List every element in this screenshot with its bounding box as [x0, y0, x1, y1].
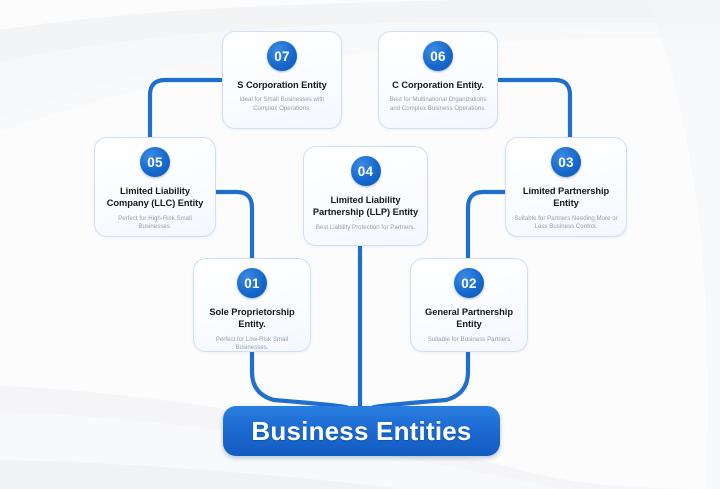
- root-node-label: Business Entities: [251, 415, 472, 446]
- entity-title-c-corporation: C Corporation Entity.: [392, 80, 484, 90]
- connector-03-to-02: [465, 189, 508, 261]
- entity-title-limited-liability-partnership: Limited Liability Partnership (LLP) Enti…: [312, 195, 419, 218]
- entity-card-limited-liability-partnership[interactable]: 04 Limited Liability Partnership (LLP) E…: [303, 146, 428, 246]
- entity-number-badge-02: 02: [454, 268, 484, 298]
- entity-card-limited-partnership[interactable]: 03 Limited Partnership Entity Suitable f…: [505, 137, 627, 237]
- entity-card-c-corporation[interactable]: 06 C Corporation Entity. Best for Multin…: [378, 31, 498, 129]
- connector-06-to-03: [494, 77, 573, 140]
- entity-card-limited-liability-company[interactable]: 05 Limited Liability Company (LLC) Entit…: [94, 137, 216, 237]
- entity-card-s-corporation[interactable]: 07 S Corporation Entity Ideal for Small …: [222, 31, 342, 129]
- entity-number-badge-03: 03: [551, 147, 581, 177]
- connector-01-to-root: [249, 349, 351, 411]
- entity-title-limited-liability-company: Limited Liability Company (LLC) Entity: [106, 186, 204, 209]
- entity-title-limited-partnership: Limited Partnership Entity: [522, 186, 610, 209]
- entity-number-badge-06: 06: [423, 41, 453, 71]
- entity-card-general-partnership[interactable]: 02 General Partnership Entity Suitable f…: [410, 258, 528, 352]
- root-node-business-entities[interactable]: Business Entities: [223, 406, 500, 456]
- entity-title-general-partnership: General Partnership Entity: [425, 307, 513, 330]
- entity-number-badge-04: 04: [350, 156, 381, 186]
- entity-description-s-corporation: Ideal for Small Businesses with Complex …: [239, 96, 325, 113]
- connector-07-to-05: [147, 77, 225, 140]
- entity-number-badge-01: 01: [237, 268, 267, 298]
- connector-02-to-root: [369, 349, 471, 411]
- entity-description-c-corporation: Best for Multinational Organizations and…: [389, 96, 487, 113]
- entity-description-general-partnership: Suitable for Business Partners: [427, 335, 511, 343]
- entity-title-s-corporation: S Corporation Entity: [237, 80, 327, 90]
- entity-description-limited-liability-partnership: Best Liability Protection for Partners.: [315, 223, 416, 231]
- entity-number-badge-07: 07: [267, 41, 297, 71]
- entity-description-limited-partnership: Suitable for Partners Needing More or Le…: [514, 214, 618, 231]
- entity-title-sole-proprietorship: Sole Proprietorship Entity.: [209, 307, 295, 330]
- entity-card-sole-proprietorship[interactable]: 01 Sole Proprietorship Entity. Perfect f…: [193, 258, 311, 352]
- entity-description-limited-liability-company: Perfect for High-Risk Small Businesses.: [118, 214, 192, 231]
- entity-description-sole-proprietorship: Perfect for Low-Risk Small Businesses.: [215, 335, 289, 352]
- entity-number-badge-05: 05: [140, 147, 170, 177]
- connector-05-to-01: [212, 189, 255, 261]
